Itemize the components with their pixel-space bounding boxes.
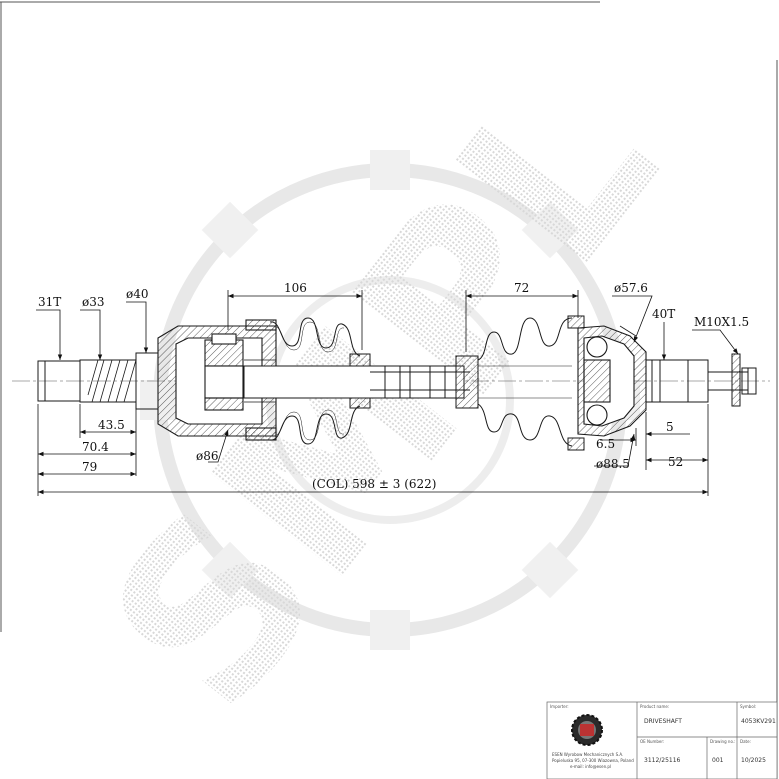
label-length-52: 52 <box>668 455 683 469</box>
title-block-logo <box>571 714 603 746</box>
company-line-3: e-mail: info@esen.pl <box>570 764 611 769</box>
label-spline-31t: 31T <box>38 295 61 309</box>
label-length-5: 5 <box>666 420 674 434</box>
drawing-number-label: Drawing no.: <box>710 739 735 744</box>
label-length-72: 72 <box>514 281 529 295</box>
dimension-lines <box>36 290 739 496</box>
date-value: 10/2025 <box>741 757 766 764</box>
label-thread-m10: M10X1.5 <box>694 315 749 329</box>
symbol-label: Symbol: <box>740 704 756 709</box>
main-bar-shaft <box>243 365 470 399</box>
label-dia-88-5: ø88.5 <box>596 457 630 471</box>
product-name: DRIVESHAFT <box>644 718 682 725</box>
label-total-length: (COL) 598 ± 3 (622) <box>312 477 436 491</box>
outer-stub-shaft <box>645 353 757 407</box>
outer-boot <box>455 315 585 451</box>
inner-cv-joint-housing <box>157 319 277 441</box>
label-spline-40t: 40T <box>652 307 675 321</box>
label-dia-40: ø40 <box>126 287 149 301</box>
label-dia-33: ø33 <box>82 295 105 309</box>
importer-label: Importer: <box>550 704 569 709</box>
label-length-6-5: 6.5 <box>596 437 615 451</box>
company-line-1: ESEN Wyrobow Mechanicznych S.A. <box>552 752 623 757</box>
label-length-79: 79 <box>82 460 97 474</box>
drawing-number-value: 001 <box>712 757 724 764</box>
label-dia-86: ø86 <box>196 449 219 463</box>
oe-number-value: 3112/25116 <box>644 757 681 764</box>
date-label: Date: <box>740 739 751 744</box>
dimension-labels: 31T ø33 ø40 106 72 ø57.6 40T M10X1.5 43.… <box>38 281 749 491</box>
label-length-106: 106 <box>284 281 307 295</box>
product-name-label: Product name: <box>640 704 669 709</box>
spline-teeth <box>87 359 137 403</box>
label-length-70-4: 70.4 <box>82 440 109 454</box>
outer-cv-joint <box>577 325 647 437</box>
label-dia-57-6: ø57.6 <box>614 281 648 295</box>
label-length-43-5: 43.5 <box>98 418 125 432</box>
oe-number-label: OE Number: <box>640 739 664 744</box>
symbol-value: 4053KV291 <box>741 718 776 725</box>
company-line-2: Popieluska 95, 07-300 Wiazowna, Poland <box>552 758 634 763</box>
